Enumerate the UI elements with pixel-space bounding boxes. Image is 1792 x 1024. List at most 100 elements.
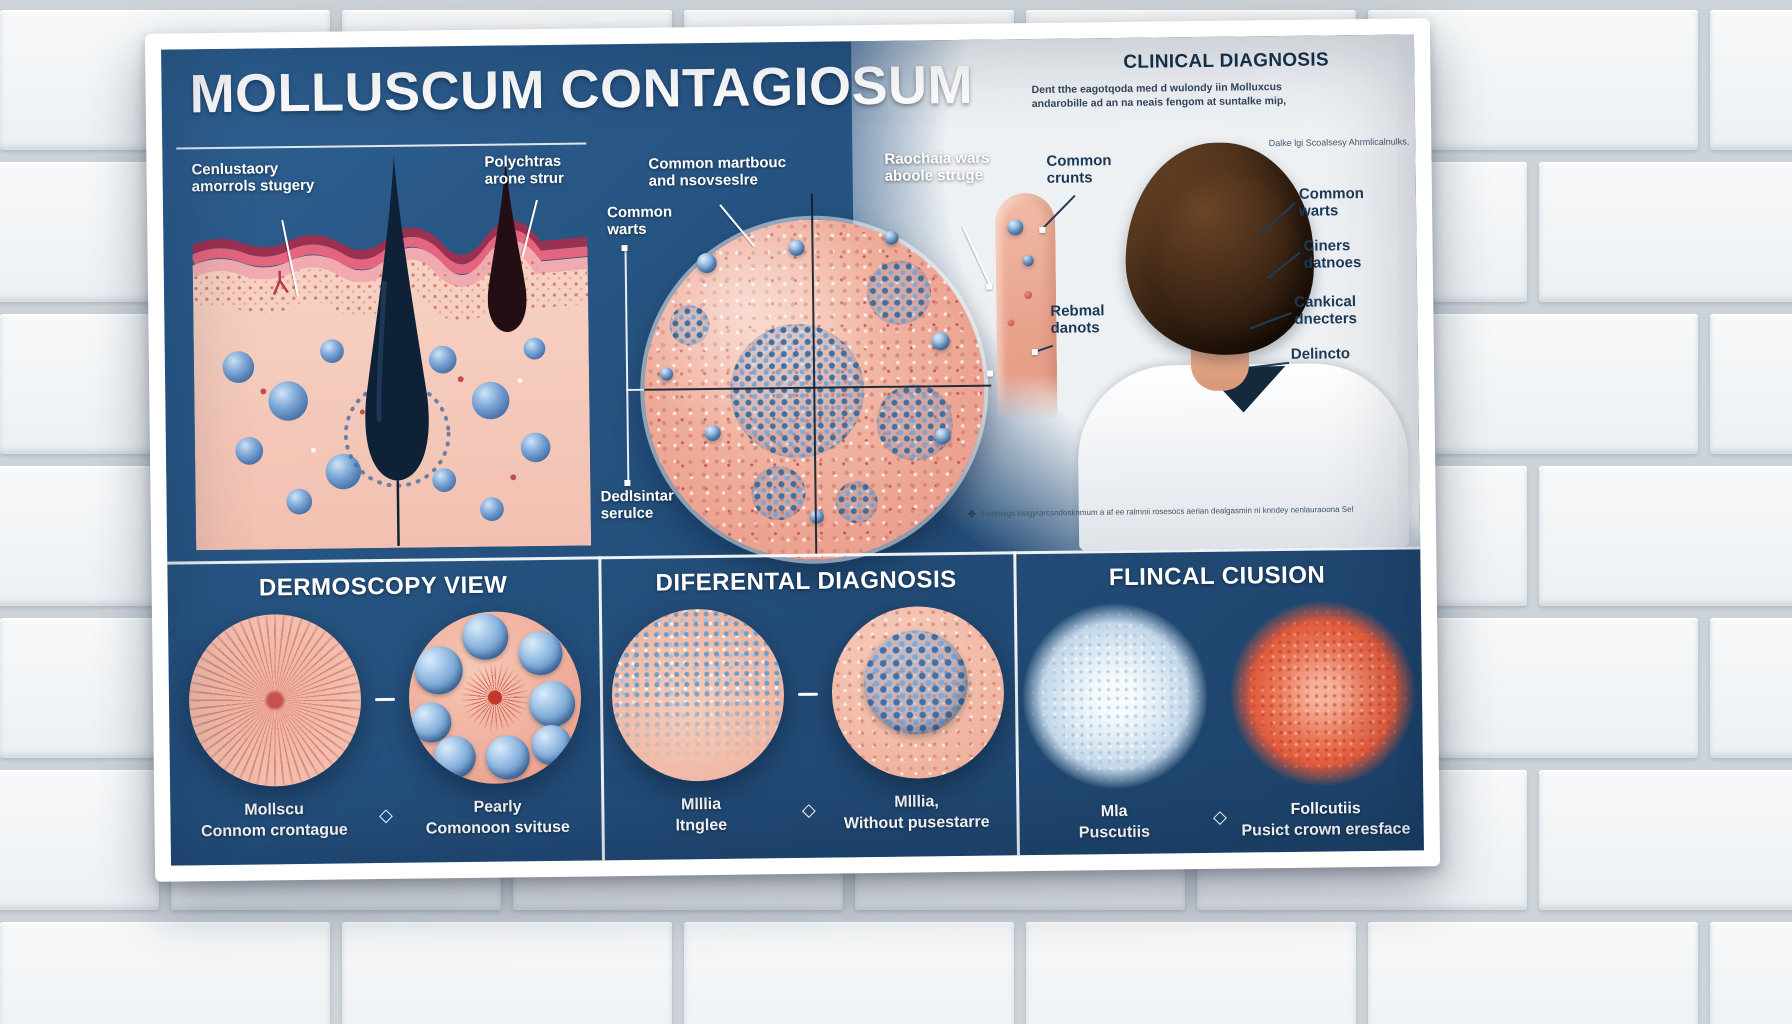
annotation-head-2: Ciners datnoes bbox=[1303, 237, 1362, 272]
panel-clinical-conclusion: FLINCAL CIUSION Mla Puscutiis ◇ Follcuti… bbox=[1013, 546, 1424, 852]
leader-dot bbox=[987, 370, 994, 377]
wall-tile bbox=[1710, 10, 1792, 150]
pearl-sphere bbox=[461, 613, 509, 661]
annotation-guide-tick bbox=[626, 388, 645, 392]
molluscum-cluster bbox=[751, 465, 806, 521]
caption-line: Mla bbox=[1100, 802, 1128, 821]
caption-line: Without pusestarre bbox=[843, 813, 990, 833]
diamond-icon: ◇ bbox=[801, 799, 816, 820]
leader-dot bbox=[985, 283, 993, 290]
molluscum-papule bbox=[659, 367, 674, 381]
annotation-head-4: Delincto bbox=[1290, 345, 1351, 363]
annotation-follicle: Polychtras arone strur bbox=[484, 152, 564, 188]
panel-circles bbox=[1021, 600, 1416, 790]
pearl-sphere bbox=[410, 702, 452, 743]
circle-caption: Mollscu Connom crontague bbox=[176, 799, 372, 843]
finger-spot bbox=[1024, 291, 1033, 300]
circle-caption: Mlllia ltnglee bbox=[607, 794, 795, 838]
diamond-icon: ◇ bbox=[378, 804, 393, 826]
pearl-sphere bbox=[528, 680, 575, 728]
molluscum-papule bbox=[931, 332, 950, 351]
leader-dot bbox=[624, 479, 631, 487]
circle-caption: Mla Puscutiis bbox=[1022, 801, 1206, 845]
header-divider bbox=[176, 142, 587, 150]
panel-heading: FLINCAL CIUSION bbox=[1108, 561, 1326, 592]
caption-line: Mlllia, bbox=[894, 793, 939, 811]
circle-caption: Follcutiis Pusict crown eresface bbox=[1234, 798, 1418, 842]
poster-canvas: MOLLUSCUM CONTAGIOSUM CLINICAL DIAGNOSIS… bbox=[161, 34, 1424, 866]
fine-print-icon: ❖ bbox=[966, 508, 977, 521]
caption-line: Connom crontague bbox=[200, 821, 348, 841]
diamond-icon: ◇ bbox=[1212, 806, 1228, 827]
poster-title: MOLLUSCUM CONTAGIOSUM bbox=[189, 54, 974, 125]
connector-dash bbox=[797, 692, 818, 696]
pearl-sphere bbox=[530, 724, 572, 766]
wall-tile bbox=[1710, 314, 1792, 454]
clinical-diagnosis-heading: CLINICAL DIAGNOSIS bbox=[1123, 49, 1330, 73]
milia-dot-texture bbox=[610, 608, 785, 783]
wall-tile bbox=[1710, 922, 1792, 1024]
caption-line: Comonoon svituse bbox=[425, 818, 570, 838]
pearl-sphere bbox=[484, 735, 530, 780]
folliculitis-light-circle bbox=[1021, 602, 1208, 790]
panel-differential-diagnosis: DIFERENTAL DIAGNOSIS Mlllia ltnglee ◇ Ml… bbox=[598, 551, 1017, 857]
wall-tile bbox=[0, 162, 159, 302]
pearl-sphere bbox=[413, 646, 463, 695]
caption-line: Mollscu bbox=[244, 800, 304, 819]
molluscum-papule bbox=[704, 424, 721, 442]
wall-tile bbox=[1710, 618, 1792, 758]
milia-pustule-circle bbox=[830, 605, 1005, 780]
panel-heading: DERMOSCOPY VIEW bbox=[258, 571, 508, 602]
caption-line: ltnglee bbox=[675, 816, 728, 835]
wall-tile bbox=[1026, 922, 1356, 1024]
annotation-skin-layers: Cenlustaory amorrols stugery bbox=[191, 160, 315, 196]
caption-line: Mlllia bbox=[680, 795, 722, 814]
fine-print-text: thanhisgs loogyrarcsndosknmum a af ee ra… bbox=[980, 504, 1354, 519]
pearl-sphere bbox=[517, 630, 563, 676]
wall-tile bbox=[0, 770, 159, 910]
caption-line: Puscutiis bbox=[1078, 823, 1151, 842]
annotation-common-warts-left: Common warts bbox=[606, 203, 673, 239]
molluscum-cluster bbox=[866, 260, 932, 326]
skin-cross-section-illustration bbox=[191, 154, 592, 551]
circle-caption: Mlllia, Without pusestarre bbox=[823, 791, 1011, 835]
pearly-circle bbox=[407, 610, 582, 785]
papule-cluster bbox=[862, 629, 968, 736]
pearl-sphere bbox=[432, 735, 476, 779]
caption-line: Follcutiis bbox=[1290, 800, 1361, 818]
folliculitis-red-circle bbox=[1229, 600, 1416, 787]
caption-line: Pusict crown eresface bbox=[1241, 820, 1411, 840]
annotation-finger-mid: Rebmal danots bbox=[1050, 302, 1105, 338]
molluscum-cluster bbox=[835, 480, 878, 524]
leader-dot bbox=[621, 245, 628, 252]
finger-illustration bbox=[994, 192, 1058, 426]
molluscum-papule bbox=[788, 239, 805, 257]
finger-spot bbox=[1007, 319, 1015, 327]
infographic-poster: MOLLUSCUM CONTAGIOSUM CLINICAL DIAGNOSIS… bbox=[144, 18, 1441, 882]
molluscum-cluster bbox=[876, 384, 954, 461]
molluscum-papule bbox=[884, 230, 899, 245]
connector-dash bbox=[374, 697, 395, 701]
wall-tile bbox=[0, 466, 159, 606]
panel-circles bbox=[187, 610, 582, 788]
annotation-scope-top: Common martbouc and nsovseslre bbox=[648, 154, 787, 190]
wall-tile bbox=[1368, 922, 1698, 1024]
molluscum-papule bbox=[696, 252, 717, 274]
milia-circle bbox=[610, 608, 785, 783]
caption-line: Pearly bbox=[473, 798, 522, 816]
panel-captions: Mla Puscutiis ◇ Follcutiis Pusict crown … bbox=[1016, 798, 1423, 845]
annotation-finger-top: Common crunts bbox=[1046, 152, 1112, 188]
panel-circles bbox=[610, 605, 1005, 783]
wall-tile bbox=[0, 922, 330, 1024]
panel-captions: Mollscu Connom crontague ◇ Pearly Comono… bbox=[170, 796, 601, 843]
annotation-scope-bottom: Dedlsintar serulce bbox=[600, 487, 675, 523]
wall-tile bbox=[1539, 466, 1792, 606]
wall-tile bbox=[684, 922, 1014, 1024]
annotation-finger-left: Raochaia wars aboole struge bbox=[884, 149, 990, 186]
panel-dermoscopy-view: DERMOSCOPY VIEW Mollscu Connom crontague… bbox=[167, 556, 602, 862]
finger-papule bbox=[1007, 219, 1024, 236]
leader-dot bbox=[1039, 226, 1046, 233]
annotation-head-1: Common warts bbox=[1298, 185, 1365, 221]
central-star-pattern bbox=[460, 663, 529, 733]
wall-tile bbox=[342, 922, 672, 1024]
